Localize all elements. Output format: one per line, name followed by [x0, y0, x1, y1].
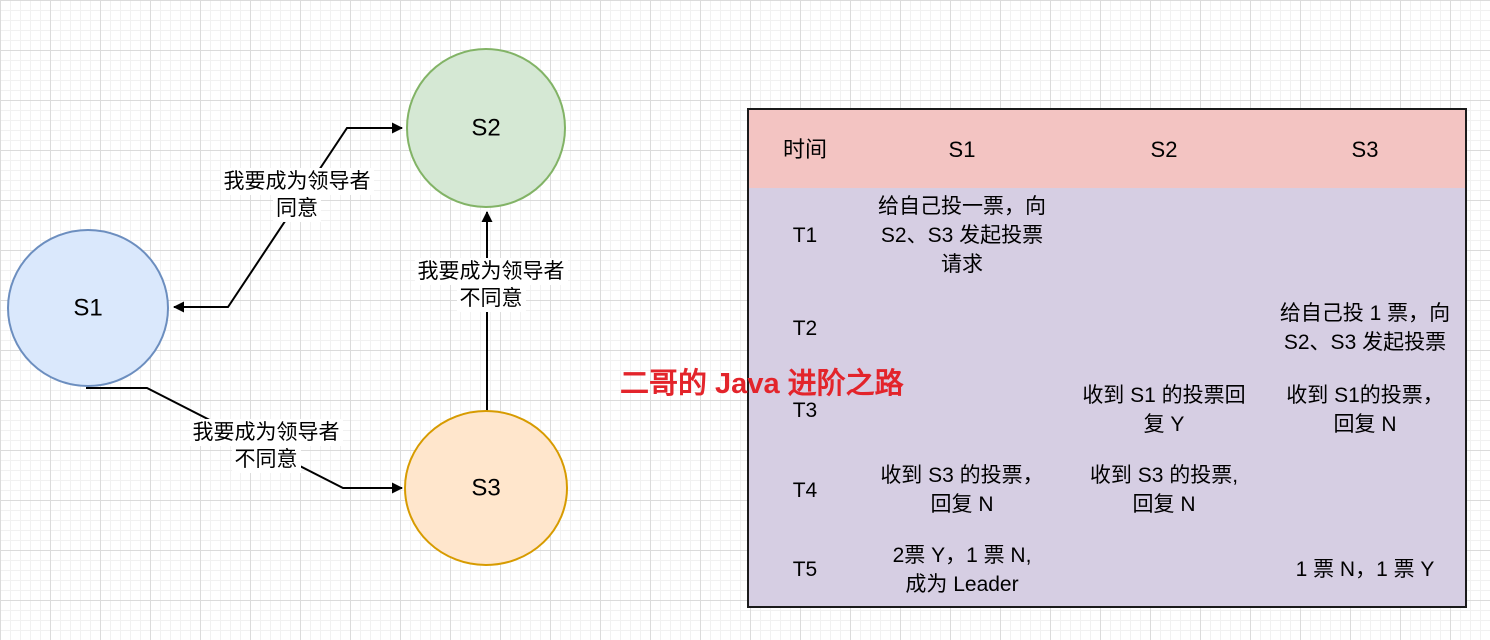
row-t1-cell-s2	[1063, 188, 1265, 283]
edge-s1-s2-label-line2: 同意	[273, 195, 321, 222]
edge-s3-s2-label-line1: 我要成为领导者	[414, 258, 568, 285]
edge-s1-s3-label: 我要成为领导者 不同意	[176, 419, 356, 473]
node-s3-label: S3	[471, 475, 500, 502]
table-header-band	[749, 110, 1465, 188]
row-t2-cell-s2	[1063, 283, 1265, 373]
edge-s1-s3-label-line1: 我要成为领导者	[189, 419, 343, 446]
row-t3-time: T3	[792, 398, 818, 422]
row-t4-cell-s2: 收到 S3 的投票, 回复 N	[1089, 464, 1239, 516]
edge-s3-s2-label: 我要成为领导者 不同意	[401, 258, 581, 312]
row-t5-time: T5	[792, 558, 818, 581]
node-s2-circle	[406, 48, 566, 208]
node-s2-label: S2	[471, 115, 500, 142]
row-t2-time: T2	[792, 316, 818, 340]
row-t4-time: T4	[792, 478, 818, 502]
row-t1-time: T1	[792, 224, 818, 247]
row-t2-cell-s3: 给自己投 1 票，向 S2、S3 发起投票	[1279, 302, 1451, 354]
row-t5-cell-s2	[1063, 533, 1265, 606]
node-s1-label: S1	[73, 295, 102, 322]
row-t5-cell-s1: 2票 Y，1 票 N, 成为 Leader	[892, 543, 1032, 596]
header-cell-s3: S3	[1351, 136, 1379, 162]
row-t1-cell-s3	[1265, 188, 1465, 283]
edge-s1-s2-label-line1: 我要成为领导者	[220, 168, 374, 195]
row-t4-cell-s1: 收到 S3 的投票， 回复 N	[880, 464, 1044, 516]
table-body-band	[749, 188, 1465, 606]
node-s3-circle	[404, 410, 568, 566]
edge-s1-s2-label: 我要成为领导者 同意	[207, 168, 387, 222]
timeline-table: 时间 S1 S2 S3 T1 给自己投一票，向 S2、S3 发起投票 请求 T2…	[747, 108, 1467, 608]
row-t3-cell-s3: 收到 S1的投票， 回复 N	[1286, 384, 1444, 436]
row-t1-cell-s1: 给自己投一票，向 S2、S3 发起投票 请求	[878, 195, 1046, 276]
row-t3-cell-s2: 收到 S1 的投票回 复 Y	[1082, 384, 1246, 436]
row-t5-cell-s3: 1 票 N，1 票 Y	[1295, 558, 1435, 581]
row-t4-cell-s3	[1265, 447, 1465, 533]
header-cell-time: 时间	[782, 136, 827, 162]
edge-s3-s2-label-line2: 不同意	[456, 285, 526, 312]
header-cell-s1: S1	[948, 136, 976, 162]
header-cell-s2: S2	[1150, 136, 1178, 162]
node-s1-circle	[7, 229, 169, 387]
watermark-text: 二哥的 Java 进阶之路	[620, 368, 904, 400]
edge-s1-s3-label-line2: 不同意	[231, 446, 301, 473]
